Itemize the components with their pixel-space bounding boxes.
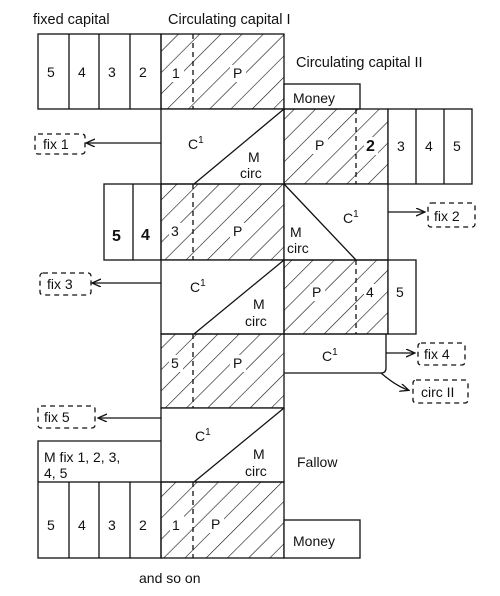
row4-circ-label: circ (245, 313, 267, 329)
row5-c-label: C1 (322, 347, 338, 364)
row3-production-label: P (233, 223, 242, 239)
row3-m-label: M (290, 224, 302, 240)
row7-digit: 1 (172, 517, 180, 533)
row7-fixed-cell: 4 (78, 517, 86, 533)
row2-digit: 2 (366, 138, 375, 155)
row2-fixed-capital-block (387, 108, 473, 185)
circ2-label: circ II (421, 384, 454, 400)
row3-commodity-block (283, 183, 389, 261)
money-bottom-label: Money (293, 533, 335, 549)
row1-fixed-cell: 2 (139, 64, 147, 80)
row7-production-label: P (211, 516, 220, 532)
footer-and-so-on: and so on (139, 570, 201, 586)
row3-digit: 3 (171, 223, 179, 239)
row4-c-label: C1 (190, 278, 206, 295)
header-circulating-capital-1: Circulating capital I (168, 12, 291, 28)
fix5-label: fix 5 (44, 409, 70, 425)
row-2: C1 M circ P 2 3 4 5 fix 1 (34, 108, 473, 185)
row5-production-label: P (233, 355, 242, 371)
fix4-output-box (417, 342, 466, 366)
circ2-output-box (412, 379, 469, 404)
row6-c-label: C1 (195, 427, 211, 444)
row3-c-label: C1 (343, 209, 359, 226)
fix1-output-box (34, 133, 86, 155)
row3-fixed-cell: 4 (141, 227, 150, 244)
row2-fixed-cell: 5 (453, 138, 461, 154)
row2-m-label: M (248, 149, 260, 165)
row4-fixed-capital-block (387, 259, 417, 335)
row-5: 5 P C1 fix 4 circ II (160, 333, 469, 409)
row-7: 5 4 3 2 1 P Money (37, 481, 361, 559)
row1-fixed-cell: 5 (47, 64, 55, 80)
row1-circ-digit: 1 (172, 65, 180, 81)
fix2-label: fix 2 (434, 208, 460, 224)
row6-m-label: M (253, 446, 265, 462)
money-top-label: Money (293, 90, 335, 106)
money-fix-label-line1: M fix 1, 2, 3, (44, 449, 120, 465)
row4-m-label: M (253, 296, 265, 312)
header-fixed-capital: fixed capital (33, 12, 110, 28)
fallow-label: Fallow (297, 454, 338, 470)
row2-production-label: P (315, 137, 324, 153)
fix4-label: fix 4 (424, 346, 450, 362)
row7-fixed-cell: 5 (47, 517, 55, 533)
row-1: 5 4 3 2 1 P Money (37, 33, 361, 110)
money-fix-label-line2: 4, 5 (44, 465, 68, 481)
row3-fixed-cell: 5 (112, 228, 121, 245)
fix5-output-box (37, 405, 96, 429)
header-circulating-capital-2: Circulating capital II (296, 55, 423, 71)
row7-fixed-cell: 3 (108, 517, 116, 533)
row6-circ-label: circ (245, 463, 267, 479)
row2-c-label: C1 (188, 135, 204, 152)
row5-digit: 5 (171, 355, 179, 371)
row2-fixed-cell: 4 (425, 138, 433, 154)
row1-production-label: P (233, 65, 242, 81)
row-4: C1 M circ P 4 5 fix 3 (39, 259, 417, 335)
fix1-label: fix 1 (43, 136, 69, 152)
money-bottom-box (283, 519, 361, 559)
fix3-label: fix 3 (47, 276, 73, 292)
row2-commodity-block (160, 108, 285, 185)
row4-production-label: P (312, 284, 321, 300)
row3-circ-label: circ (287, 240, 309, 256)
row6-commodity-block (160, 407, 285, 483)
fix3-output-box (39, 272, 92, 296)
row2-fixed-cell: 3 (397, 138, 405, 154)
row-3: 5 4 3 P M circ C1 fix 2 (103, 183, 476, 261)
row7-fixed-cell: 2 (139, 517, 147, 533)
row2-circ-label: circ (240, 165, 262, 181)
fix2-output-box (427, 202, 476, 228)
row1-fixed-cell: 3 (108, 64, 116, 80)
row4-fixed-cell: 5 (396, 284, 404, 300)
row1-fixed-cell: 4 (78, 64, 86, 80)
row-6: C1 M circ Fallow fix 5 M fix 1, 2, 3, 4,… (37, 405, 338, 483)
money-top-box (283, 83, 361, 110)
row4-digit: 4 (366, 284, 374, 300)
